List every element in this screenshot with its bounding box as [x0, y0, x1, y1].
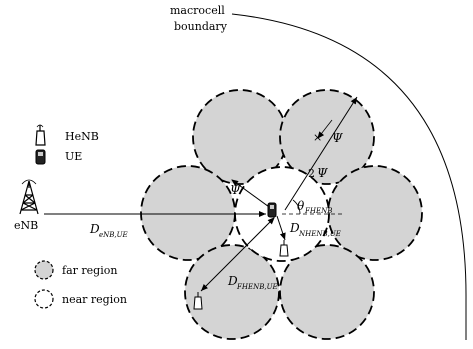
legend-near-label: near region	[62, 293, 127, 306]
macrocell-label-line2: boundary	[174, 20, 228, 33]
legend-henb-label: HeNB	[65, 130, 99, 143]
far-region-cell-left	[140, 165, 236, 261]
d-enb-ue-label: D	[89, 222, 100, 236]
psi-upper-arrow	[317, 119, 333, 139]
d-far-henb-ue-subscript: FHENB,UE	[236, 283, 278, 291]
far-region-cell-right	[327, 165, 423, 261]
d-far-henb-ue-label: D	[227, 274, 238, 288]
psi-left-label: Ψ	[230, 183, 241, 197]
near-henb-ue-arrow	[276, 215, 286, 241]
d-near-henb-ue-subscript: NHENB,UE	[298, 230, 341, 238]
d-near-henb-ue-label: D	[289, 221, 300, 235]
theta-angle-arc	[292, 199, 301, 215]
far-henb-icon	[193, 292, 203, 310]
two-psi-number: 2	[308, 167, 315, 180]
far-henb-ue-arrow	[200, 217, 275, 292]
far-region-cell-bottom-left	[184, 244, 280, 340]
psi-upper-label: Ψ	[332, 131, 343, 145]
legend-ue-label: UE	[65, 150, 82, 163]
d-enb-ue-subscript: eNB,UE	[99, 231, 128, 239]
near-region-legend-swatch	[34, 289, 54, 309]
far-region-legend-swatch	[34, 260, 54, 280]
center-ue-icon	[267, 202, 277, 218]
legend: HeNB UE far region near region	[34, 124, 127, 309]
ue-legend-icon	[35, 149, 46, 165]
theta-subscript: FHENB	[304, 207, 332, 215]
henb-legend-icon	[35, 124, 46, 146]
two-psi-arrow	[284, 96, 358, 211]
enb-tower-icon	[19, 179, 39, 215]
near-henb-icon	[279, 240, 289, 257]
theta-label: θ	[297, 199, 305, 213]
two-psi-symbol: Ψ	[317, 166, 328, 180]
far-cell-center-mark: ×	[313, 131, 322, 144]
far-region-cell-bottom-right	[279, 244, 375, 340]
legend-far-label: far region	[62, 264, 117, 277]
far-region-cell-top-right	[279, 89, 375, 185]
enb-label: eNB	[14, 219, 38, 232]
macrocell-label-line1: macrocell	[170, 4, 225, 17]
macrocell-boundary-arc	[231, 13, 467, 340]
